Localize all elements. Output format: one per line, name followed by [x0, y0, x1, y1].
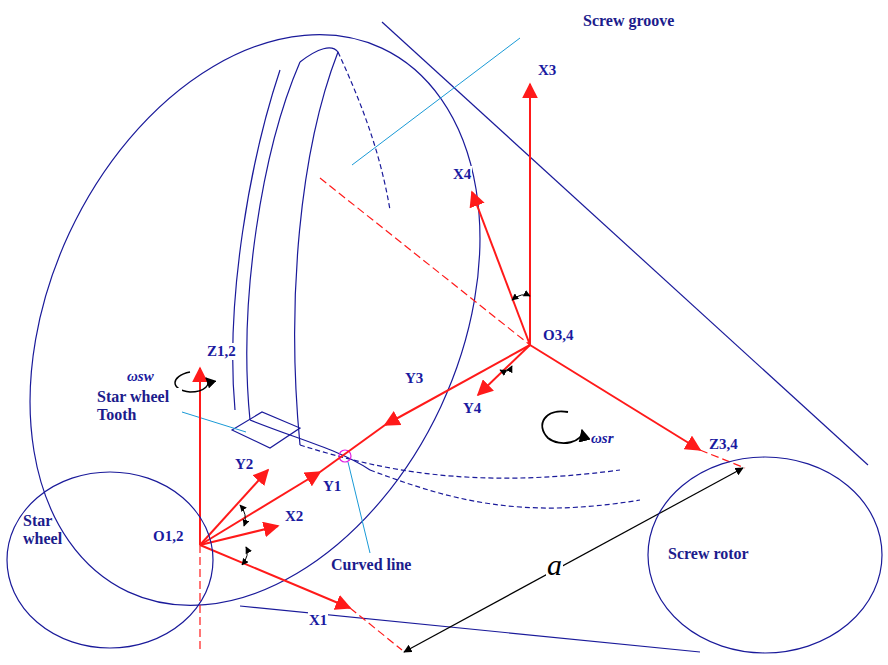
part-name: Star wheel: [23, 512, 83, 549]
axis-label: Z1,2: [206, 343, 237, 360]
part-name: Screw rotor: [668, 545, 749, 563]
dimension-label: a: [546, 548, 563, 581]
axis-label: Y1: [322, 478, 342, 495]
axis-label: Y4: [462, 400, 482, 417]
origin-label: O3,4: [542, 327, 574, 344]
part-label: Star wheel Tooth: [96, 388, 182, 423]
axis-label: Y2: [234, 456, 254, 473]
screw-rotor-end: Screw rotor: [646, 455, 884, 655]
axis-label: Z3,4: [708, 436, 739, 453]
part-label: Screw groove: [582, 12, 675, 30]
star-wheel: Star wheel: [5, 470, 215, 650]
axis-label: X4: [452, 166, 472, 183]
ellipse-outline: [5, 470, 215, 650]
axis-label: X2: [284, 508, 304, 525]
speed-label: ωsr: [590, 430, 615, 447]
axis-label: Y3: [404, 370, 424, 387]
part-label: Curved line: [330, 556, 412, 574]
axis-label: X1: [308, 612, 328, 629]
axis-label: X3: [537, 62, 557, 79]
origin-label: O1,2: [152, 528, 184, 545]
speed-label: ωsw: [126, 368, 155, 385]
